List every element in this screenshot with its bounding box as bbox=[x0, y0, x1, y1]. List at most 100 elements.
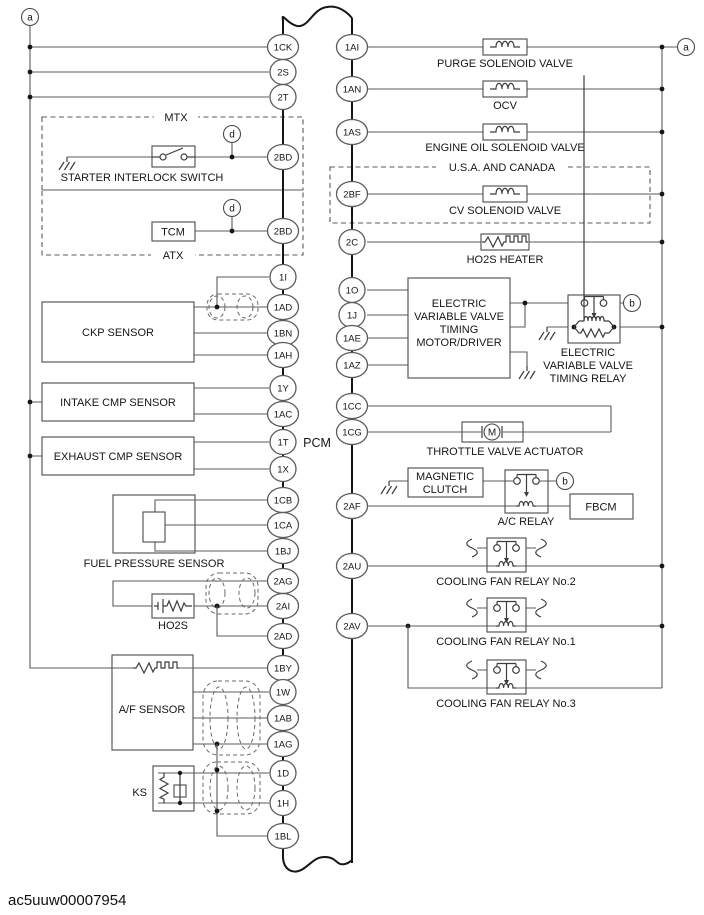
svg-text:1BL: 1BL bbox=[275, 832, 292, 843]
svg-text:1CA: 1CA bbox=[274, 521, 293, 532]
ground-icon bbox=[58, 156, 76, 171]
left-power-rail bbox=[27, 25, 269, 669]
cv-solenoid-label: CV SOLENOID VALVE bbox=[449, 205, 561, 217]
svg-text:2AG: 2AG bbox=[273, 577, 292, 588]
cooling-fan-relay-3: COOLING FAN RELAY No.3 bbox=[407, 626, 662, 710]
svg-text:1BN: 1BN bbox=[274, 329, 293, 340]
pcm-right-pins: 1AI 1AN 1AS 2BF 2C 1O 1J 1AE 1AZ 1CC 1CG… bbox=[335, 33, 369, 640]
pin-1ad: 1AD bbox=[266, 293, 300, 321]
atx-label: ATX bbox=[163, 250, 184, 262]
svg-text:1AD: 1AD bbox=[274, 303, 293, 314]
ref-b-label-evvt: b bbox=[629, 299, 635, 310]
pin-1ah: 1AH bbox=[266, 341, 300, 369]
pin-1an: 1AN bbox=[335, 75, 369, 103]
ho2s-heater: HO2S HEATER bbox=[367, 233, 665, 266]
pin-2bf: 2BF bbox=[335, 180, 369, 208]
pin-1d: 1D bbox=[269, 759, 297, 787]
pin-1cg: 1CG bbox=[335, 418, 369, 446]
svg-text:1AB: 1AB bbox=[274, 714, 292, 725]
shielded-cable-icon-ho2s bbox=[205, 572, 259, 615]
connector-break-icon bbox=[466, 538, 478, 558]
pin-1cb: 1CB bbox=[266, 486, 300, 514]
ref-a-label: a bbox=[27, 13, 33, 24]
svg-text:1AH: 1AH bbox=[274, 351, 293, 362]
svg-text:1BY: 1BY bbox=[274, 664, 293, 675]
pin-1w: 1W bbox=[269, 678, 297, 706]
ho2s-heater-label: HO2S HEATER bbox=[467, 254, 544, 266]
ground-icon bbox=[538, 326, 556, 341]
evvt-motor-label-1: ELECTRIC bbox=[432, 298, 486, 310]
svg-text:2AD: 2AD bbox=[274, 632, 293, 643]
svg-text:2AF: 2AF bbox=[343, 502, 361, 513]
atx-section: ATX TCM d bbox=[41, 189, 304, 262]
connector-break-icon bbox=[535, 538, 547, 558]
pin-1bn: 1BN bbox=[266, 319, 300, 347]
pcm-top-edge bbox=[281, 5, 353, 36]
pin-1y: 1Y bbox=[269, 374, 297, 402]
heater-element-icon bbox=[132, 661, 180, 674]
fan-relay-2-label: COOLING FAN RELAY No.2 bbox=[436, 576, 576, 588]
pin-1ae: 1AE bbox=[335, 324, 369, 352]
svg-text:1CG: 1CG bbox=[342, 428, 362, 439]
svg-text:2AV: 2AV bbox=[343, 622, 361, 633]
pin-2bd-mtx: 2BD bbox=[266, 143, 300, 171]
pin-2au: 2AU bbox=[335, 552, 369, 580]
svg-text:2BD: 2BD bbox=[274, 227, 293, 238]
ho2s-cell-icon bbox=[154, 599, 192, 613]
figure-code: ac5uuw00007954 bbox=[8, 892, 126, 909]
ref-circle-a-right: a bbox=[676, 37, 696, 57]
evvt-relay-label-3: TIMING RELAY bbox=[550, 373, 627, 385]
ref-d-label-atx: d bbox=[229, 204, 235, 215]
ref-a-right-label: a bbox=[683, 43, 689, 54]
evvt-motor-label-4: MOTOR/DRIVER bbox=[416, 337, 501, 349]
shielded-cable-icon-ckp bbox=[206, 293, 259, 321]
left-circuits: a MTX d STARTER INTERLOCK SWITCH ATX TCM… bbox=[20, 7, 304, 837]
svg-text:1X: 1X bbox=[277, 465, 289, 476]
svg-text:1T: 1T bbox=[277, 438, 288, 449]
connector-break-icon bbox=[535, 598, 547, 618]
exhaust-cmp-label: EXHAUST CMP SENSOR bbox=[54, 451, 183, 463]
engine-oil-solenoid-label: ENGINE OIL SOLENOID VALVE bbox=[425, 142, 584, 154]
evvt-relay-label-2: VARIABLE VALVE bbox=[543, 360, 633, 372]
magnetic-clutch-label-2: CLUTCH bbox=[423, 484, 468, 496]
ac-relay-label: A/C RELAY bbox=[498, 516, 555, 528]
svg-text:2BF: 2BF bbox=[343, 190, 361, 201]
svg-text:1AI: 1AI bbox=[345, 43, 359, 54]
relay-coil-icon bbox=[495, 560, 517, 567]
ref-d-label-mtx: d bbox=[229, 130, 235, 141]
ocv: OCV bbox=[367, 80, 665, 112]
fan-relay-3-label: COOLING FAN RELAY No.3 bbox=[436, 698, 576, 710]
pin-1j: 1J bbox=[338, 301, 366, 329]
connector-break-icon bbox=[535, 660, 547, 680]
pin-1ck: 1CK bbox=[266, 33, 300, 61]
pin-1cc: 1CC bbox=[335, 392, 369, 420]
evvt-relay: b ELECTRIC VARIABLE VALVE TIMING RELAY bbox=[538, 75, 665, 385]
right-power-rail bbox=[661, 46, 677, 688]
motor-m-label: M bbox=[488, 428, 496, 439]
magnetic-clutch-label-1: MAGNETIC bbox=[416, 471, 474, 483]
svg-text:1J: 1J bbox=[347, 311, 357, 322]
mtx-label: MTX bbox=[164, 112, 188, 124]
pin-1x: 1X bbox=[269, 455, 297, 483]
svg-text:1W: 1W bbox=[276, 688, 290, 699]
ks-label: KS bbox=[132, 787, 147, 799]
relay-coil-icon bbox=[515, 500, 537, 507]
ground-icon bbox=[380, 480, 398, 495]
right-circuits: a PURGE SOLENOID VALVE OCV ENGINE OIL SO… bbox=[329, 37, 696, 710]
svg-text:1AZ: 1AZ bbox=[343, 361, 361, 372]
connector-break-icon bbox=[466, 660, 478, 680]
pcm-connector: PCM 1CK 2S 2T 2BD 2BD 1I 1AD 1BN 1AH 1Y … bbox=[266, 5, 369, 873]
intake-cmp-label: INTAKE CMP SENSOR bbox=[60, 397, 176, 409]
ac-relay-circuit: MAGNETIC CLUTCH b FBCM A/C RELAY bbox=[367, 467, 634, 528]
knock-sensor: KS bbox=[132, 761, 269, 815]
ground-icon bbox=[518, 365, 536, 380]
ocv-label: OCV bbox=[493, 100, 518, 112]
relay-coil-icon bbox=[495, 620, 517, 627]
pin-2af: 2AF bbox=[335, 492, 369, 520]
svg-text:2C: 2C bbox=[346, 238, 358, 249]
af-sensor-label: A/F SENSOR bbox=[119, 704, 186, 716]
usa-canada-section: U.S.A. AND CANADA CV SOLENOID VALVE bbox=[329, 161, 665, 224]
pin-2ad: 2AD bbox=[266, 622, 300, 650]
pin-1o: 1O bbox=[338, 276, 366, 304]
